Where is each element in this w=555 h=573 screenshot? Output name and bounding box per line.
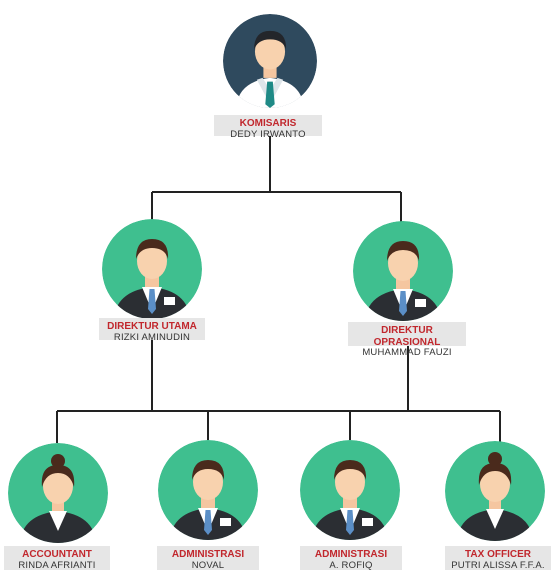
role-text: KOMISARIS xyxy=(239,118,297,129)
label-tax-officer: TAX OFFICER PUTRI ALISSA F.F.A. xyxy=(445,546,551,570)
name-text: NOVAL xyxy=(191,559,225,571)
male-employee-icon xyxy=(102,219,202,319)
role-text: TAX OFFICER xyxy=(465,549,531,560)
role-text: ADMINISTRASI xyxy=(314,549,388,560)
role-text: DIREKTUR OPRASIONAL xyxy=(373,325,441,348)
name-text: PUTRI ALISSA F.F.A. xyxy=(451,559,545,571)
name-text: RINDA AFRIANTI xyxy=(18,559,96,571)
name-text: DEDY IRWANTO xyxy=(230,128,306,140)
name-text: A. ROFIQ xyxy=(329,559,373,571)
name-text: RIZKI AMINUDIN xyxy=(113,331,191,343)
role-text: ACCOUNTANT xyxy=(22,549,92,560)
label-direktur-utama: DIREKTUR UTAMA RIZKI AMINUDIN xyxy=(99,318,205,342)
role-text: ADMINISTRASI xyxy=(171,549,245,560)
male-employee-icon xyxy=(300,440,400,540)
label-komisaris: KOMISARIS DEDY IRWANTO xyxy=(214,115,322,139)
label-administrasi-noval: ADMINISTRASI NOVAL xyxy=(157,546,259,570)
female-employee-icon xyxy=(445,441,545,541)
male-executive-icon xyxy=(223,14,317,108)
label-direktur-oprasional: DIREKTUR OPRASIONAL MUHAMMAD FAUZI xyxy=(348,322,466,358)
name-text: MUHAMMAD FAUZI xyxy=(362,347,452,358)
female-employee-icon xyxy=(8,443,108,543)
role-text: DIREKTUR UTAMA xyxy=(107,321,197,332)
male-employee-icon xyxy=(158,440,258,540)
label-administrasi-rofiq: ADMINISTRASI A. ROFIQ xyxy=(300,546,402,570)
label-accountant: ACCOUNTANT RINDA AFRIANTI xyxy=(4,546,110,570)
male-employee-icon xyxy=(353,221,453,321)
